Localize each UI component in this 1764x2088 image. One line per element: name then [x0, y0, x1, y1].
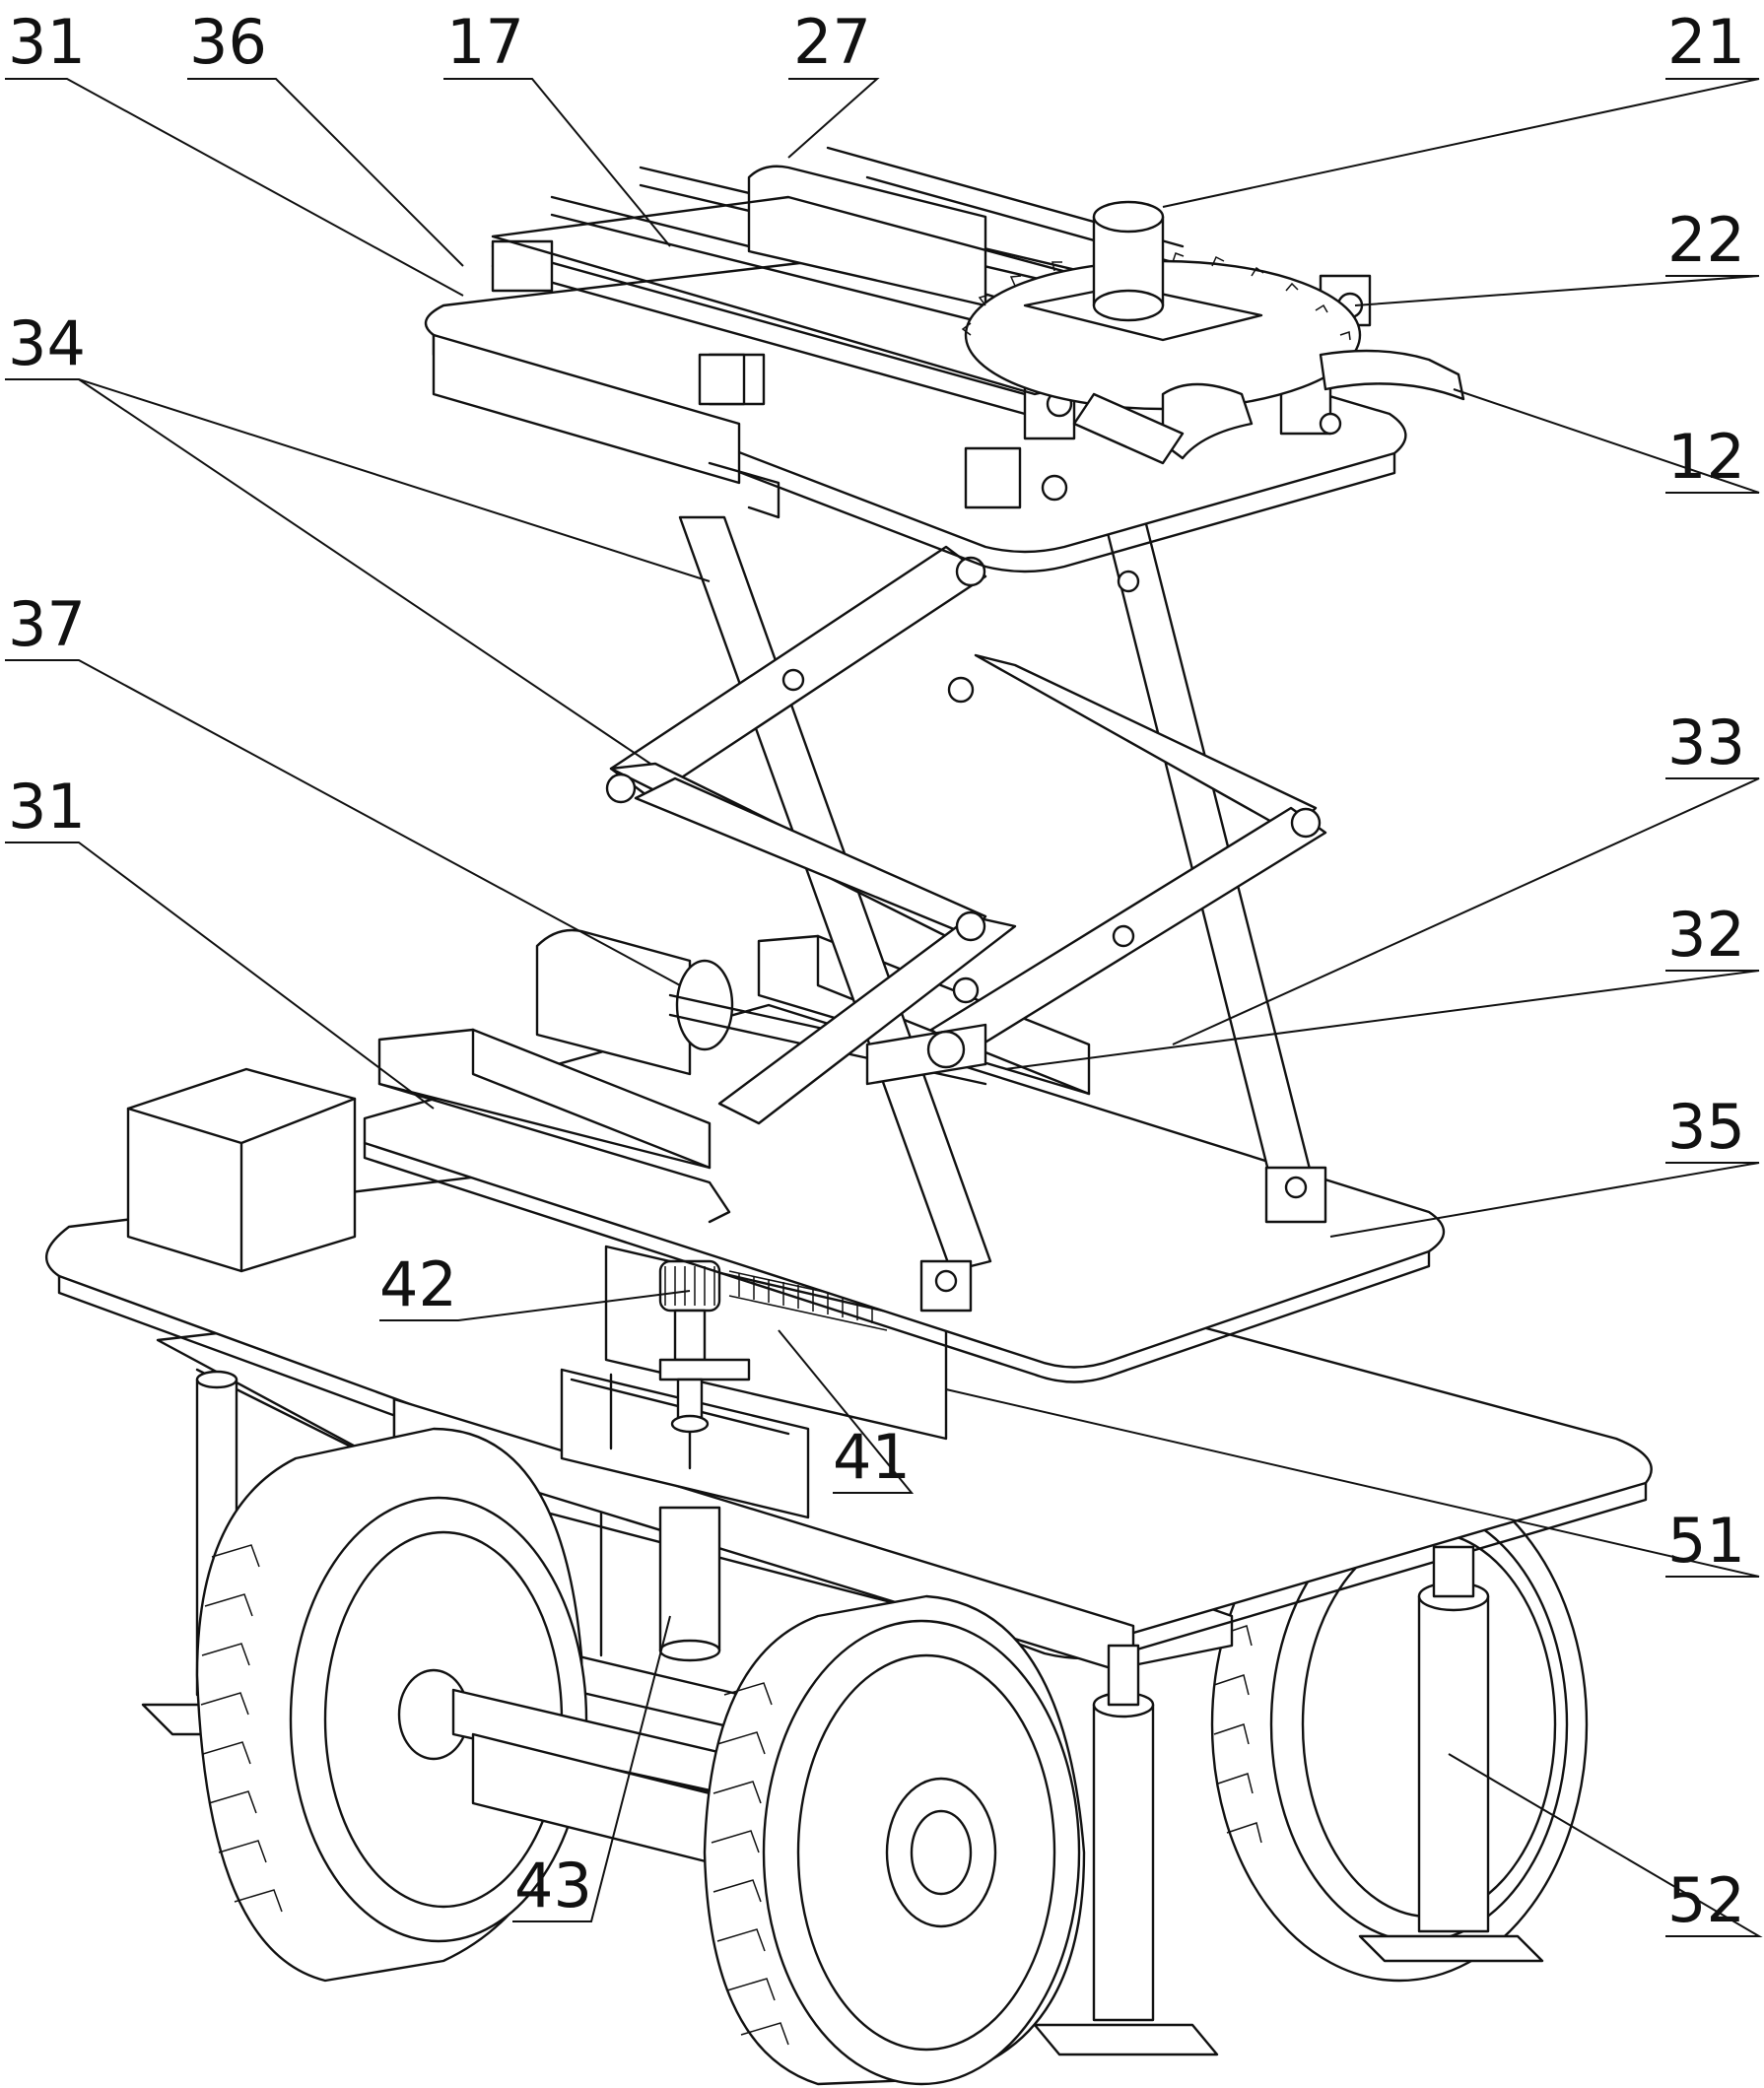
- callout-12: 12: [1667, 421, 1745, 493]
- callout-31-mid: 31: [8, 771, 86, 842]
- top-platform: [426, 148, 1463, 572]
- callout-41: 41: [833, 1421, 911, 1493]
- wheel-front-right: [705, 1596, 1084, 2084]
- callout-17: 17: [446, 6, 524, 78]
- callout-35: 35: [1667, 1091, 1745, 1163]
- callout-52: 52: [1667, 1864, 1745, 1936]
- control-box: [128, 1069, 355, 1271]
- callout-34: 34: [8, 307, 86, 379]
- callout-21: 21: [1667, 6, 1745, 78]
- callout-42: 42: [379, 1248, 457, 1320]
- callout-32: 32: [1667, 899, 1745, 971]
- callout-31-top: 31: [8, 6, 86, 78]
- callout-43: 43: [514, 1850, 592, 1921]
- column-43: [660, 1508, 719, 1660]
- callout-36: 36: [189, 6, 267, 78]
- callout-37: 37: [8, 588, 86, 660]
- callout-51: 51: [1667, 1505, 1745, 1577]
- callout-33: 33: [1667, 707, 1745, 778]
- callout-22: 22: [1667, 204, 1745, 276]
- callout-27: 27: [793, 6, 871, 78]
